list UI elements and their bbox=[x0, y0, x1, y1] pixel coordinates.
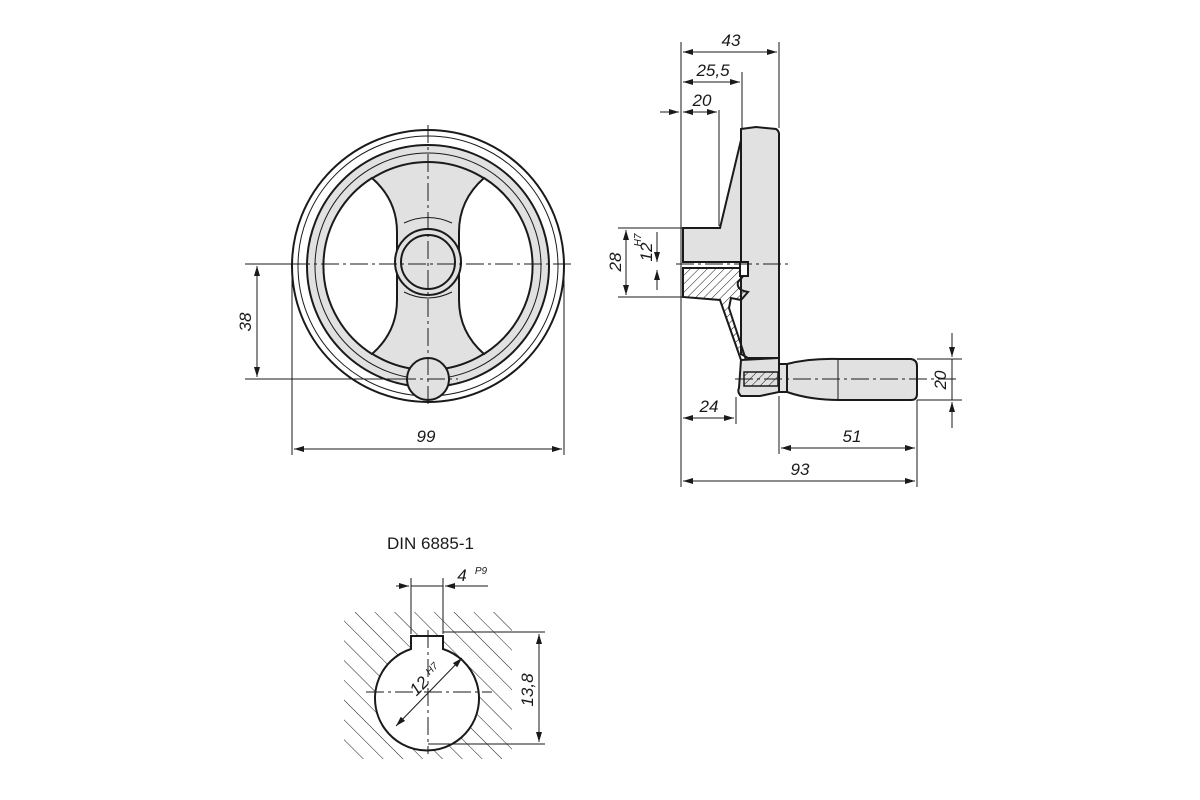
rim-side bbox=[740, 125, 780, 359]
handle-washer bbox=[778, 363, 788, 393]
dim-label-25-5: 25,5 bbox=[695, 61, 730, 80]
dim-label-28: 28 bbox=[606, 252, 625, 272]
keyway-section bbox=[344, 612, 512, 759]
front-view: 38 99 bbox=[236, 125, 572, 455]
dim-label-99: 99 bbox=[417, 427, 436, 446]
standard-label: DIN 6885-1 bbox=[387, 534, 474, 553]
dim-label-4: 4 bbox=[457, 566, 466, 585]
keyway-bore-outline bbox=[374, 635, 480, 752]
key-slot bbox=[739, 261, 749, 277]
dim-tol-12-keyway: H7 bbox=[424, 661, 441, 678]
dim-label-51: 51 bbox=[843, 427, 862, 446]
hub-section bbox=[682, 267, 750, 361]
dim-label-12-keyway: 12 bbox=[406, 672, 433, 699]
side-view: 43 25,5 20 28 12 H7 20 24 51 93 bbox=[606, 31, 962, 487]
dim-label-20-handle: 20 bbox=[931, 370, 950, 390]
hub-shadow-bottom bbox=[403, 291, 453, 299]
dim-tol-12-bore: H7 bbox=[633, 233, 644, 246]
dim-label-13-8: 13,8 bbox=[518, 673, 537, 707]
dim-tol-4: P9 bbox=[475, 566, 488, 577]
dim-label-24: 24 bbox=[699, 397, 719, 416]
dim-label-20-hub: 20 bbox=[692, 91, 712, 110]
window-right bbox=[458, 176, 534, 356]
window-left bbox=[322, 176, 398, 356]
keyway-detail: DIN 6885-1 4 P9 12 H7 13,8 bbox=[344, 534, 545, 759]
dim-label-93: 93 bbox=[791, 460, 810, 479]
dim-label-12-bore: 12 bbox=[637, 242, 656, 261]
dim-label-38: 38 bbox=[236, 312, 255, 331]
spoke-side bbox=[682, 139, 742, 263]
dim-label-43: 43 bbox=[722, 31, 741, 50]
dim-line-12-keyway bbox=[395, 657, 463, 727]
